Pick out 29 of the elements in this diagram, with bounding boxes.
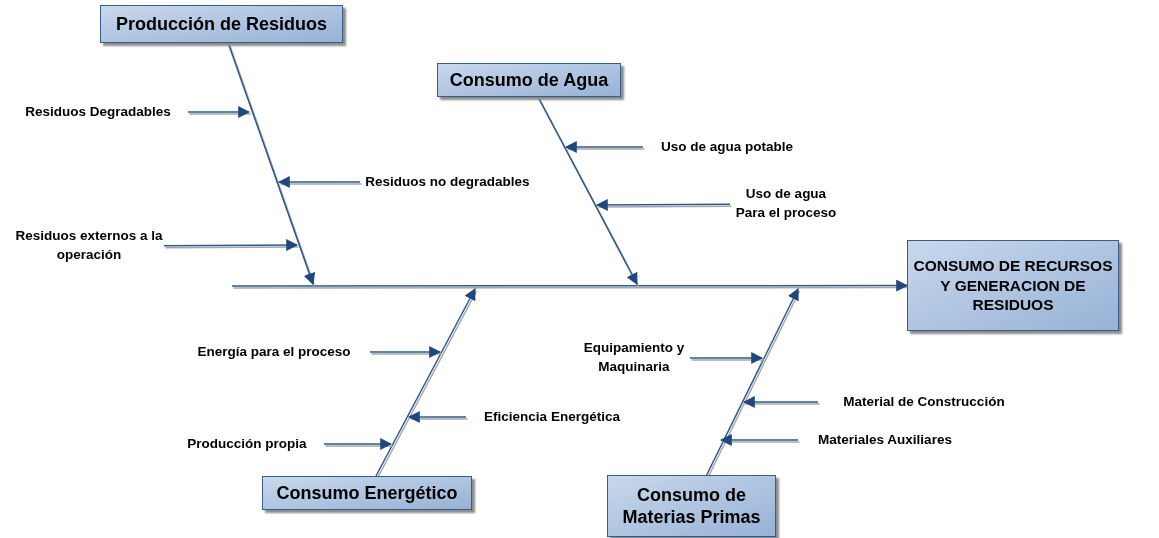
category-box: Consumo Energético xyxy=(262,476,472,510)
arrow xyxy=(537,96,640,287)
arrow xyxy=(163,239,300,252)
arrow xyxy=(227,42,316,287)
cause-label: Uso de agua potable xyxy=(643,136,811,158)
arrow xyxy=(689,352,765,364)
arrow xyxy=(742,396,821,408)
cause-label: Equipamiento y Maquinaria xyxy=(578,336,690,380)
cause-label: Producción propia xyxy=(170,433,324,455)
cause-label: Residuos no degradables xyxy=(360,171,535,193)
effect-box: CONSUMO DE RECURSOS Y GENERACION DE RESIDUOS xyxy=(907,240,1119,331)
cause-label: Energía para el proceso xyxy=(178,341,370,363)
arrow xyxy=(407,411,469,423)
cause-label: Residuos externos a la operación xyxy=(14,224,164,268)
cause-label: Residuos Degradables xyxy=(8,101,188,123)
arrow xyxy=(187,106,252,118)
arrow xyxy=(369,346,443,358)
category-box: Producción de Residuos xyxy=(100,5,343,43)
cause-label: Eficiencia Energética xyxy=(466,406,638,428)
arrow xyxy=(323,438,394,450)
cause-label: Material de Construcción xyxy=(818,391,1030,413)
category-box: Consumo de Materias Primas xyxy=(607,475,776,537)
cause-label: Uso de agua Para el proceso xyxy=(730,182,842,226)
arrow xyxy=(277,176,363,188)
cause-label: Materiales Auxiliares xyxy=(798,429,972,451)
arrow xyxy=(564,141,646,153)
arrow xyxy=(595,198,733,211)
arrow xyxy=(719,434,801,446)
category-box: Consumo de Agua xyxy=(437,63,621,97)
